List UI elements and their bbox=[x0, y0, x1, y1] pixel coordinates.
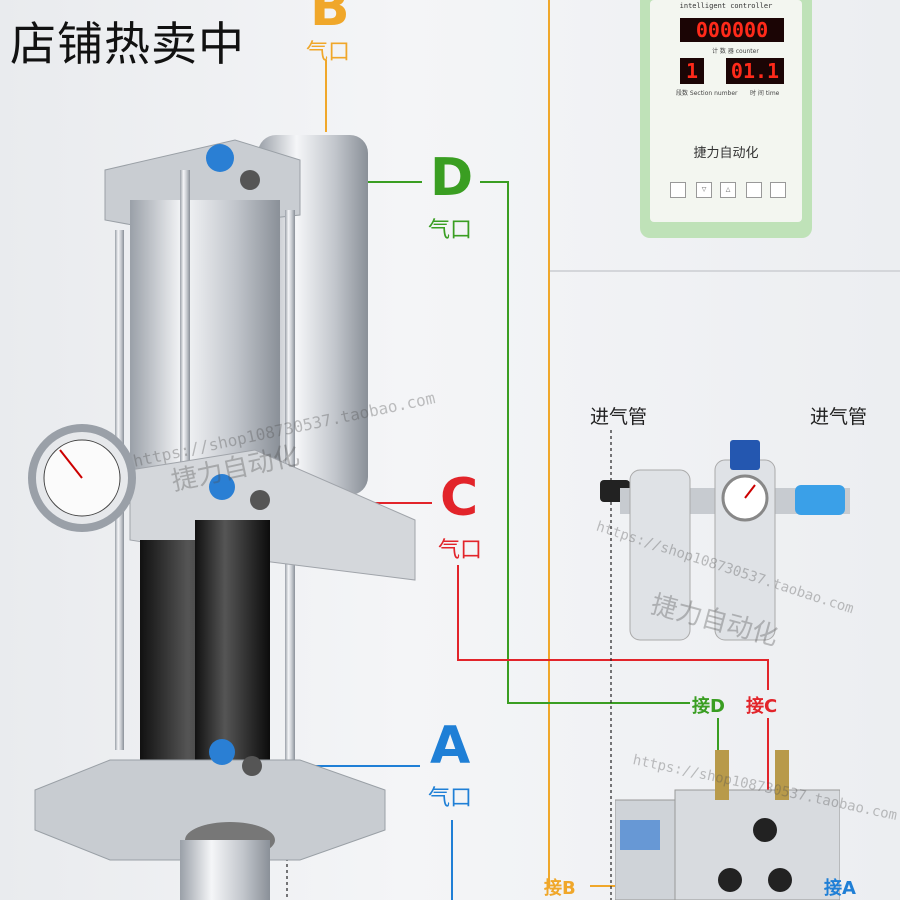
panel-divider bbox=[550, 270, 900, 272]
controller-button: △ bbox=[720, 182, 736, 198]
port-d-letter: D bbox=[430, 148, 474, 208]
booster-cylinder-image bbox=[28, 135, 416, 900]
solenoid-valve-image bbox=[615, 750, 840, 900]
port-a-label: 气口 bbox=[428, 786, 473, 811]
base-flange bbox=[34, 759, 386, 861]
lower-sleeve bbox=[195, 520, 270, 760]
time-display: 01.1 bbox=[726, 58, 784, 84]
port-d-label: 气口 bbox=[428, 218, 473, 243]
connect-c-label: 接C bbox=[746, 696, 778, 717]
port-d-fitting bbox=[240, 170, 260, 190]
inlet-right-label: 进气管 bbox=[810, 406, 868, 428]
time-label: 时 间 time bbox=[750, 90, 780, 97]
counter-label: 计 数 器 counter bbox=[712, 48, 759, 55]
controller-brand: 捷力自动化 bbox=[693, 146, 759, 161]
brand-badge bbox=[209, 474, 235, 500]
port-b-label: 气口 bbox=[306, 40, 351, 65]
intelligent-controller: intelligent controller 000000 计 数 器 coun… bbox=[640, 0, 812, 238]
frl-unit-image bbox=[600, 440, 850, 641]
counter-display: 000000 bbox=[680, 18, 784, 42]
controller-button bbox=[670, 182, 686, 198]
section-display: 1 bbox=[680, 58, 704, 84]
port-b-letter: B bbox=[310, 0, 350, 38]
connect-a-label: 接A bbox=[824, 878, 856, 899]
port-c-letter: C bbox=[440, 468, 479, 528]
line-c-route bbox=[457, 565, 769, 690]
controller-header: intelligent controller bbox=[679, 2, 773, 10]
port-c-label: 气口 bbox=[438, 538, 483, 563]
brand-badge bbox=[206, 144, 234, 172]
controller-button bbox=[770, 182, 786, 198]
port-a-letter: A bbox=[430, 716, 471, 776]
piston-rod bbox=[180, 840, 270, 900]
brand-badge bbox=[209, 739, 235, 765]
controller-button bbox=[746, 182, 762, 198]
controller-face: intelligent controller 000000 计 数 器 coun… bbox=[650, 0, 802, 222]
inlet-left-label: 进气管 bbox=[590, 406, 648, 428]
controller-button: ▽ bbox=[696, 182, 712, 198]
connect-d-label: 接D bbox=[692, 696, 725, 717]
page-title: 店铺热卖中 bbox=[10, 17, 245, 71]
section-label: 段数 Section number bbox=[676, 90, 738, 97]
port-a-fitting bbox=[242, 756, 262, 776]
connect-b-label: 接B bbox=[544, 878, 576, 899]
port-c-fitting bbox=[250, 490, 270, 510]
